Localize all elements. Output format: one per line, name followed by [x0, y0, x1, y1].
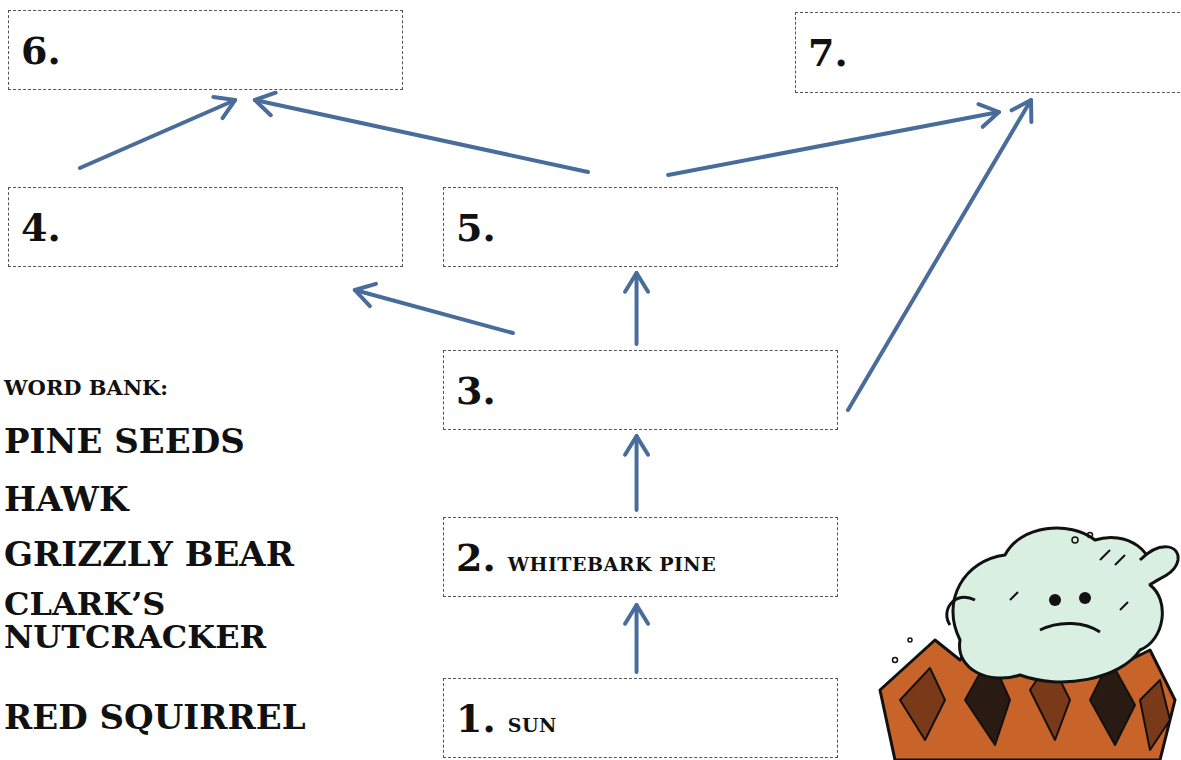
food-chain-box: 3. — [443, 350, 838, 430]
arrowhead — [355, 284, 376, 306]
energy-arrow — [625, 436, 648, 510]
arrowhead — [213, 97, 235, 118]
food-chain-box: 7. — [795, 12, 1181, 93]
word-bank-entry: RED SQUIRREL — [4, 700, 306, 735]
energy-arrow — [625, 273, 648, 344]
food-chain-box: 4. — [8, 187, 403, 267]
energy-arrow — [80, 97, 235, 168]
food-chain-box: 2. WHITEBARK PINE — [443, 517, 838, 597]
arrow-shaft — [80, 100, 235, 168]
arrow-shaft — [635, 436, 639, 510]
word-bank-entry: PINE SEEDS — [4, 424, 245, 459]
arrow-shaft — [848, 100, 1031, 410]
word-bank-heading: WORD BANK: — [4, 377, 168, 398]
food-chain-box: 6. — [8, 10, 403, 90]
energy-arrow — [255, 93, 588, 172]
box-number: 2. — [456, 539, 496, 577]
word-bank-entry: HAWK — [4, 482, 129, 517]
arrowhead — [625, 605, 648, 624]
word-bank-entry: CLARK’S NUTCRACKER — [4, 588, 274, 653]
energy-arrow — [625, 605, 648, 672]
arrowhead — [978, 104, 999, 127]
energy-arrow — [668, 104, 999, 175]
arrowhead — [625, 436, 648, 455]
arrow-shaft — [255, 100, 588, 172]
food-chain-box: 1. SUN — [443, 678, 838, 758]
box-number: 5. — [456, 209, 496, 247]
arrow-shaft — [668, 112, 999, 175]
box-number: 7. — [808, 34, 848, 72]
arrowhead — [255, 93, 276, 115]
arrowhead — [625, 273, 648, 292]
arrowhead — [1012, 100, 1032, 122]
arrow-shaft — [635, 605, 639, 672]
energy-arrow — [848, 100, 1031, 410]
food-chain-box: 5. — [443, 187, 838, 267]
arrow-shaft — [355, 290, 513, 333]
arrow-shaft — [635, 273, 639, 344]
word-bank-entry: GRIZZLY BEAR — [4, 537, 294, 572]
organism-name: WHITEBARK PINE — [508, 553, 717, 575]
energy-arrow — [355, 284, 513, 333]
organism-name: SUN — [508, 714, 557, 736]
box-number: 4. — [21, 209, 61, 247]
creature-on-rocks — [880, 528, 1178, 760]
box-number: 1. — [456, 700, 496, 738]
box-number: 3. — [456, 372, 496, 410]
box-number: 6. — [21, 32, 61, 70]
